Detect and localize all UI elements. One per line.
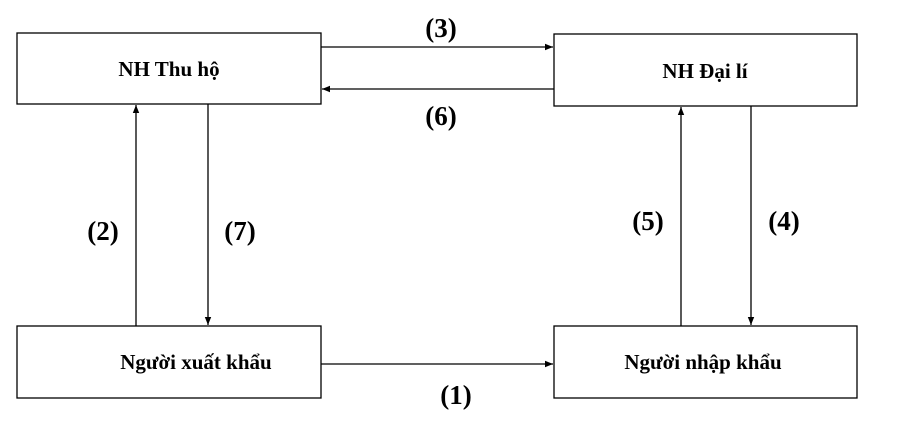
importer-label: Người nhập khẩu (624, 350, 782, 374)
importer-box (553, 325, 858, 399)
step-label-5: (5) (632, 206, 663, 236)
agent-bank-label: NH Đại lí (662, 59, 748, 83)
exporter-box (16, 325, 322, 399)
collecting-bank-label: NH Thu hộ (118, 57, 219, 81)
step-label-6: (6) (425, 101, 456, 131)
step-label-7: (7) (224, 216, 255, 246)
node-importer: Người nhập khẩu (553, 325, 858, 399)
step-label-4: (4) (768, 206, 799, 236)
collecting-bank-box (16, 32, 322, 105)
step-label-2: (2) (87, 216, 118, 246)
step-label-3: (3) (425, 13, 456, 43)
node-collecting-bank: NH Thu hộ (16, 32, 322, 105)
node-exporter: Người xuất khẩu (16, 325, 322, 399)
node-agent-bank: NH Đại lí (553, 33, 858, 107)
step-label-1: (1) (440, 380, 471, 410)
exporter-label: Người xuất khẩu (120, 350, 272, 374)
agent-bank-box (553, 33, 858, 107)
